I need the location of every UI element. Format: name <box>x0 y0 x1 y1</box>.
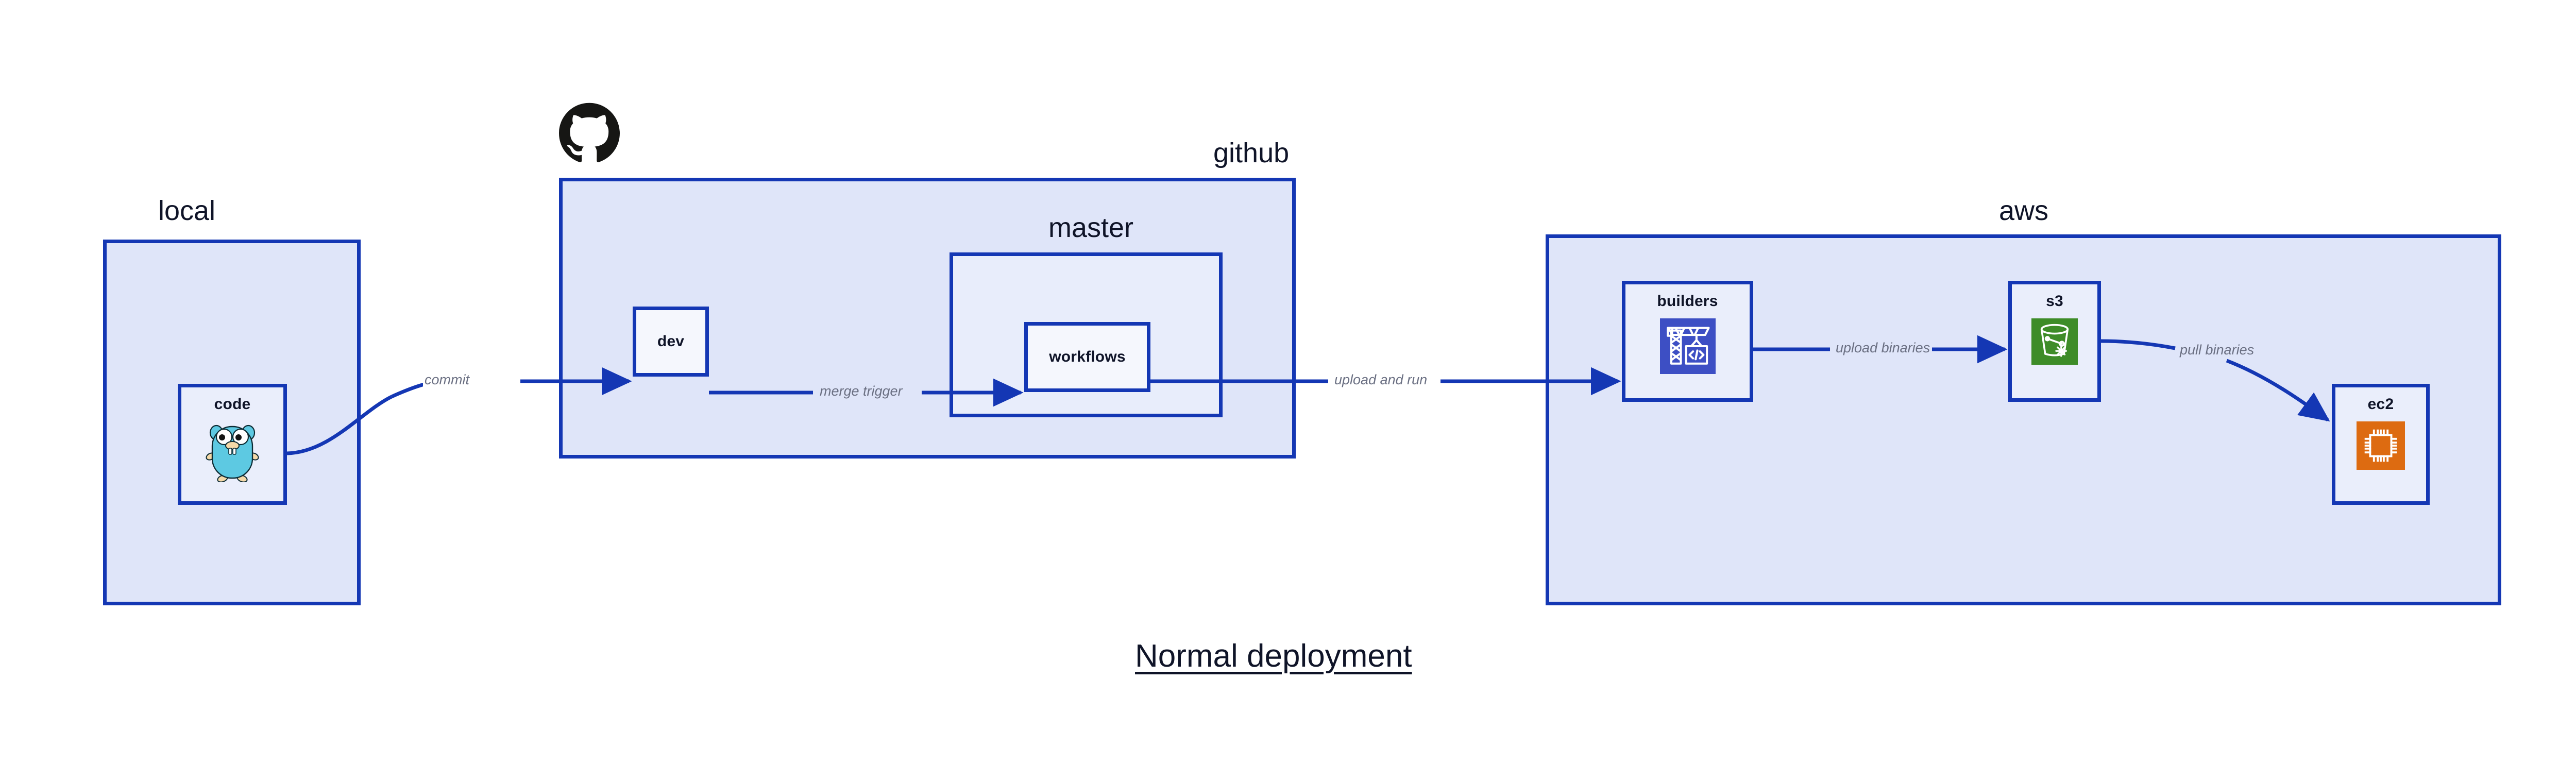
edge-label-commit: commit <box>423 373 471 387</box>
cpu-chip-icon <box>2357 421 2405 472</box>
s3-bucket-icon <box>2031 318 2078 367</box>
group-label-github: github <box>1213 138 1290 168</box>
edge-label-merge-trigger: merge trigger <box>818 384 904 398</box>
node-label-s3: s3 <box>2046 293 2063 310</box>
page-title: Normal deployment <box>1135 638 1412 674</box>
node-dev[interactable]: dev <box>633 307 709 377</box>
node-s3[interactable]: s3 <box>2008 281 2101 402</box>
node-label-ec2: ec2 <box>2367 396 2394 413</box>
node-ec2[interactable]: ec2 <box>2332 384 2430 505</box>
go-gopher-icon <box>206 421 259 485</box>
node-builders[interactable]: builders <box>1622 281 1753 402</box>
group-label-aws: aws <box>1999 195 2049 226</box>
node-label-code: code <box>214 396 251 413</box>
node-code[interactable]: code <box>178 384 287 505</box>
edge-label-pull-binaries: pull binaries <box>2178 343 2256 357</box>
edge-label-upload-and-run: upload and run <box>1333 373 1429 387</box>
node-label-workflows: workflows <box>1049 348 1126 365</box>
crane-code-icon <box>1659 318 1716 377</box>
node-label-builders: builders <box>1657 293 1718 310</box>
node-workflows[interactable]: workflows <box>1024 322 1150 392</box>
edge-label-upload-binaries: upload binaries <box>1834 341 1932 355</box>
github-octocat-logo <box>559 100 620 167</box>
group-label-local: local <box>158 195 216 226</box>
node-label-dev: dev <box>657 333 685 350</box>
group-label-master: master <box>1048 212 1134 243</box>
